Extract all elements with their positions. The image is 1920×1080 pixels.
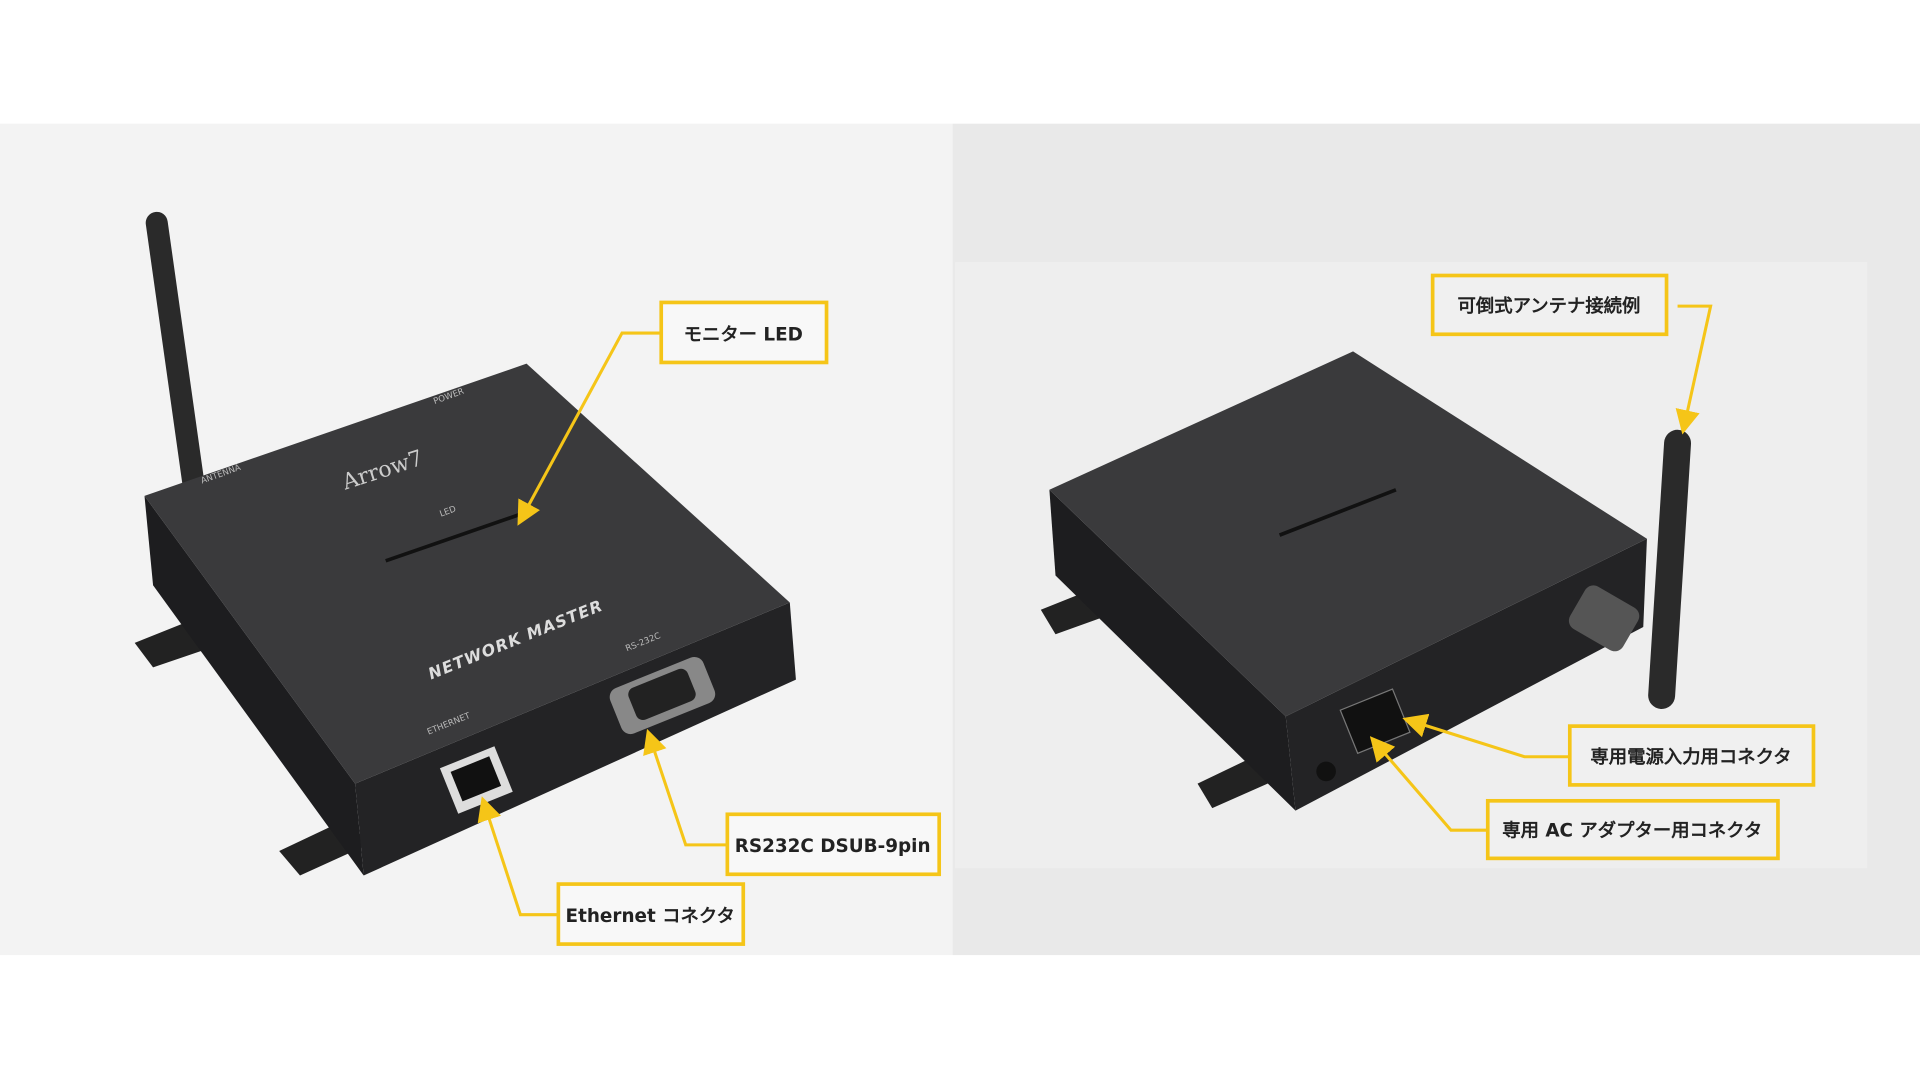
- leader-line: [477, 796, 559, 917]
- callout-monitor-led: モニター LED: [659, 300, 829, 365]
- left-photo: Arrow7 NETWORK MASTER ANTENNA POWER LED …: [0, 123, 953, 956]
- leader-line: [517, 331, 662, 526]
- antenna: [145, 211, 205, 495]
- callout-antenna: 可倒式アンテナ接続例: [1430, 273, 1669, 337]
- antenna: [1648, 429, 1692, 709]
- callout-label: 専用電源入力用コネクタ: [1590, 746, 1791, 768]
- callout-label: 専用 AC アダプター用コネクタ: [1502, 819, 1762, 841]
- callout-label: Ethernet コネクタ: [566, 906, 735, 927]
- device-side: [1049, 489, 1296, 811]
- callout-label: RS232C DSUB-9pin: [735, 836, 931, 857]
- leader-line: [1675, 304, 1713, 435]
- device-side: [144, 495, 364, 876]
- callout-label: 可倒式アンテナ接続例: [1458, 295, 1641, 317]
- antenna-connector: [1568, 585, 1640, 652]
- leader-line: [1369, 736, 1488, 832]
- callout-ethernet: Ethernet コネクタ: [556, 882, 746, 946]
- callout-ac-adapter: 専用 AC アダプター用コネクタ: [1485, 798, 1780, 861]
- callout-power-input: 専用電源入力用コネクタ: [1567, 724, 1816, 787]
- callout-rs232c: RS232C DSUB-9pin: [725, 812, 942, 877]
- callout-label: モニター LED: [684, 324, 803, 345]
- leader-line: [1402, 713, 1570, 759]
- device-top: [144, 363, 790, 784]
- leader-line: [643, 728, 728, 847]
- device-top: [1049, 351, 1647, 717]
